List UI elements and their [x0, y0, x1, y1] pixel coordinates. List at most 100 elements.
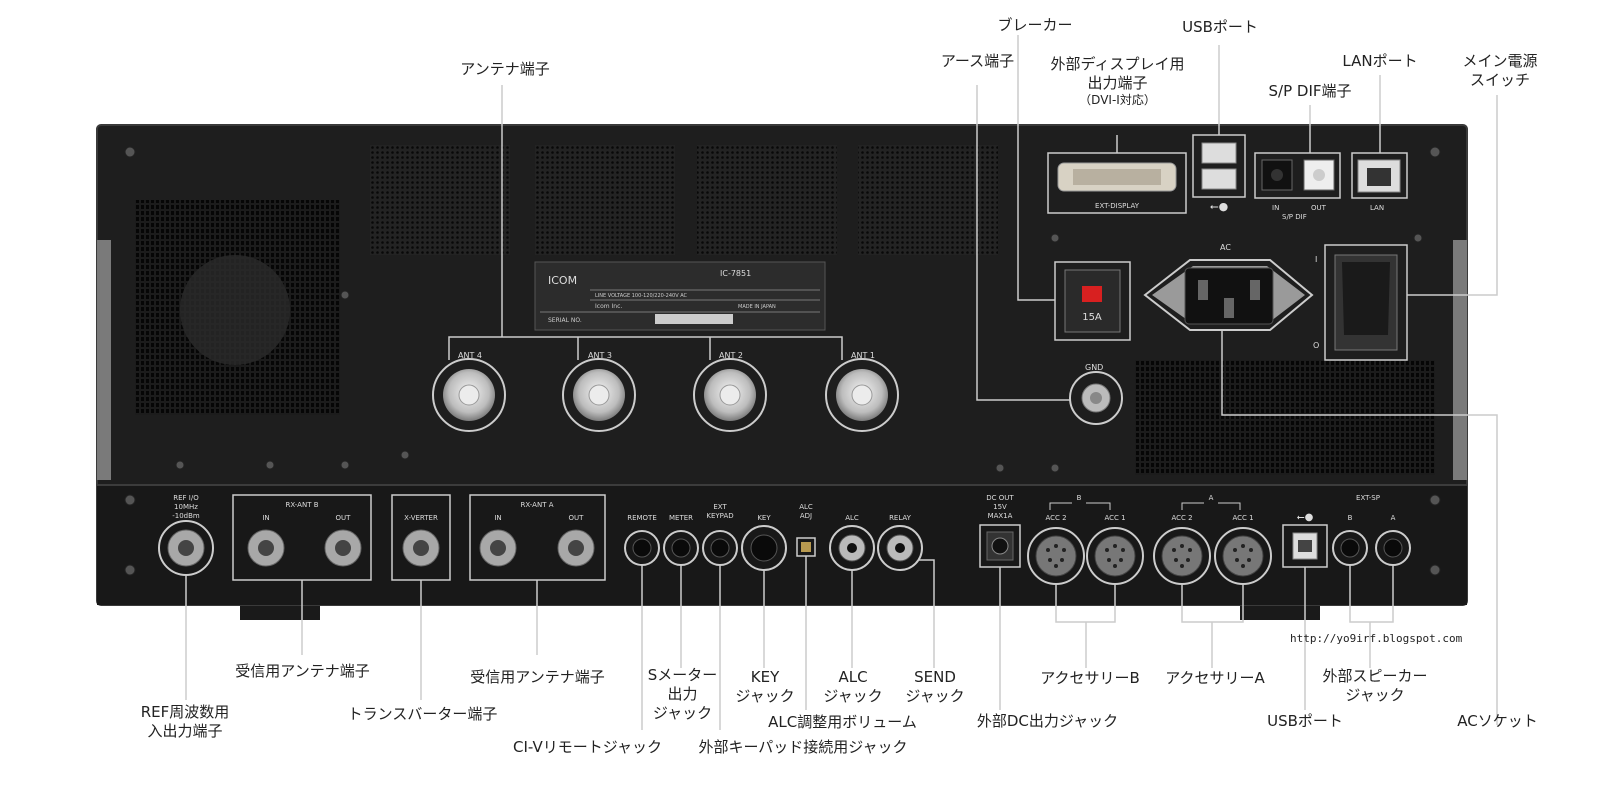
model-label: IC-7851	[720, 269, 751, 278]
lan-label: LAN	[1370, 204, 1384, 212]
key-callout: KEY ジャック	[730, 668, 800, 706]
source-url: http://yo9irf.blogspot.com	[1290, 632, 1463, 645]
usb-bottom-callout: USBポート	[1267, 712, 1343, 730]
send-callout-line1: SEND	[914, 668, 956, 686]
ext-display-callout-line3: （DVI-I対応）	[1079, 93, 1156, 107]
ground-terminal	[1069, 371, 1123, 425]
smeter-callout: Sメーター 出力 ジャック	[645, 666, 720, 723]
breaker-callout: ブレーカー	[997, 16, 1073, 34]
key-label: KEY	[757, 514, 771, 522]
rx-ant-b-callout: 受信用アンテナ端子	[235, 662, 370, 680]
acc-a-callout: アクセサリーA	[1165, 669, 1265, 687]
ext-keypad-label-1: EXT	[713, 503, 727, 511]
vent-grille	[370, 145, 510, 255]
xverter-connector	[402, 529, 440, 567]
company-label: Icom Inc.	[595, 303, 622, 310]
ref-io-label: REF I/O	[173, 494, 199, 502]
made-in-label: MADE IN JAPAN	[738, 304, 776, 310]
spdif-label: S/P DIF	[1282, 213, 1307, 221]
remote-label: REMOTE	[627, 514, 657, 522]
ref-io-level-label: -10dBm	[172, 512, 200, 520]
main-power-switch	[1342, 262, 1390, 335]
alc-callout: ALC ジャック	[818, 668, 888, 706]
breaker-frame	[1054, 261, 1131, 341]
rx-ant-a-out-label: OUT	[569, 514, 585, 522]
ext-sp-callout: 外部スピーカー ジャック	[1310, 667, 1440, 705]
power-switch-frame	[1324, 244, 1408, 361]
usb-a-port	[1201, 142, 1237, 164]
vent-slots	[1135, 360, 1435, 475]
ref-callout-line2: 入出力端子	[147, 722, 223, 740]
side-handle-left	[97, 240, 111, 480]
rx-ant-b-out-connector	[324, 529, 362, 567]
breaker-button	[1082, 286, 1102, 302]
alc-callout-line2: ジャック	[823, 687, 883, 705]
acc-b-group-label: B	[1077, 494, 1082, 502]
keypad-callout: 外部キーパッド接続用ジャック	[698, 738, 908, 756]
ext-sp-a-label: A	[1391, 514, 1396, 522]
ext-sp-label: EXT-SP	[1356, 494, 1380, 502]
rx-ant-a-in-label: IN	[494, 514, 501, 522]
line-voltage-label: LINE VOLTAGE 100-120/220-240V AC	[595, 293, 688, 299]
spdif-callout: S/P DIF端子	[1268, 82, 1352, 100]
acc-a-group-label: A	[1209, 494, 1214, 502]
acc-b-callout: アクセサリーB	[1040, 669, 1140, 687]
ant4-connector	[432, 358, 506, 432]
dc-out-label-2: 15V	[993, 503, 1007, 511]
ext-sp-callout-line1: 外部スピーカー	[1322, 667, 1428, 685]
dc-out-callout: 外部DC出力ジャック	[976, 712, 1119, 730]
alc-callout-line1: ALC	[838, 668, 868, 686]
ant3-label: ANT 3	[588, 351, 612, 360]
acc-a2-socket	[1153, 527, 1211, 585]
usb-symbol-icon: ⭠●	[1297, 512, 1314, 523]
ac-label: AC	[1220, 243, 1231, 252]
side-handle-right	[1453, 240, 1467, 480]
ext-display-label: EXT-DISPLAY	[1095, 202, 1140, 210]
lan-callout: LANポート	[1342, 52, 1418, 70]
xverter-label: X-VERTER	[404, 514, 438, 522]
acc-a2-label: ACC 2	[1171, 514, 1192, 522]
alc-label: ALC	[845, 514, 859, 522]
alc-adj-callout: ALC調整用ボリューム	[768, 713, 917, 731]
key-callout-line1: KEY	[750, 668, 780, 686]
vent-grille	[697, 145, 837, 255]
alc-adj-label-1: ALC	[799, 503, 813, 511]
ext-keypad-label-2: KEYPAD	[706, 512, 733, 520]
ext-display-callout: 外部ディスプレイ用 出力端子 （DVI-I対応）	[1045, 55, 1190, 108]
antenna-callout: アンテナ端子	[460, 60, 550, 78]
relay-jack	[877, 525, 923, 571]
transverter-callout: トランスバーター端子	[347, 705, 498, 723]
rx-ant-b-label: RX-ANT B	[285, 501, 318, 509]
ac-inlet-frame	[1143, 259, 1314, 331]
key-callout-line2: ジャック	[735, 687, 795, 705]
ac-socket-callout: ACソケット	[1457, 712, 1538, 730]
usb-symbol-icon: ⭠●	[1210, 200, 1228, 213]
smeter-callout-line2: 出力	[667, 685, 698, 703]
acc-b1-label: ACC 1	[1104, 514, 1125, 522]
main-power-callout: メイン電源 スイッチ	[1455, 52, 1545, 90]
ref-callout-line1: REF周波数用	[140, 703, 230, 721]
rx-ant-a-label: RX-ANT A	[521, 501, 554, 509]
acc-b2-label: ACC 2	[1045, 514, 1066, 522]
ant1-connector	[825, 358, 899, 432]
ant4-label: ANT 4	[458, 351, 482, 360]
gnd-label: GND	[1085, 363, 1103, 372]
breaker-rating-label: 15A	[1082, 312, 1102, 323]
usb-a-port	[1201, 168, 1237, 190]
rx-ant-a-callout: 受信用アンテナ端子	[470, 668, 605, 686]
ext-sp-callout-line2: ジャック	[1345, 686, 1405, 704]
send-callout-line2: ジャック	[905, 687, 965, 705]
vent-grille	[535, 145, 675, 255]
spdif-frame	[1254, 152, 1341, 199]
main-power-callout-line2: スイッチ	[1469, 71, 1530, 89]
rx-ant-b-out-label: OUT	[336, 514, 352, 522]
ant1-label: ANT 1	[851, 351, 875, 360]
acc-a1-socket	[1214, 527, 1272, 585]
send-callout: SEND ジャック	[900, 668, 970, 706]
alc-adj-label-2: ADJ	[800, 512, 812, 520]
rx-ant-b-in-connector	[247, 529, 285, 567]
ext-display-callout-line1: 外部ディスプレイ用	[1050, 55, 1185, 73]
ref-callout: REF周波数用 入出力端子	[125, 703, 245, 741]
